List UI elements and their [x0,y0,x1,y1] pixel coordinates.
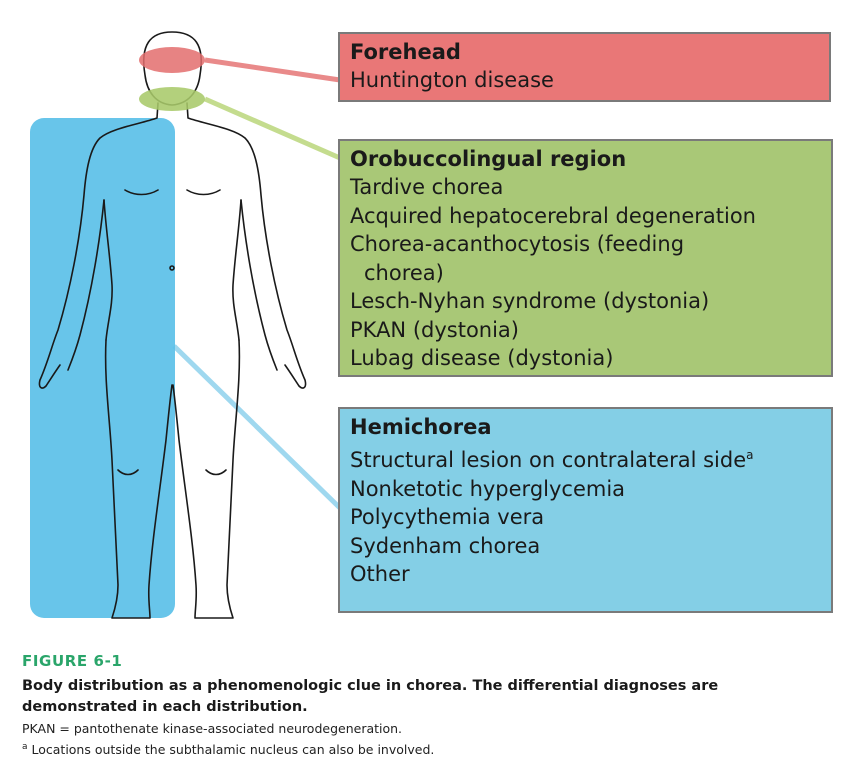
forehead-title: Forehead [350,40,461,64]
forehead-highlight [139,47,205,73]
hemichorea-item: Other [350,562,410,586]
hemibody-highlight [30,118,175,618]
forehead-box: Forehead Huntington disease [338,32,831,102]
orobuccal-item-continued-text: chorea) [364,260,444,285]
hemichorea-item: Structural lesion on contralateral sidea [350,441,823,475]
footnote-text: Locations outside the subthalamic nucleu… [27,742,435,758]
figure-description: Body distribution as a phenomenologic cl… [22,678,719,715]
hemichorea-item-text: Structural lesion on contralateral side [350,448,747,472]
hemichorea-item: Polycythemia vera [350,505,545,529]
human-figure [38,31,307,619]
footnote-marker: a [746,448,754,462]
orobuccal-item: Tardive chorea [350,175,504,199]
footnote: a Locations outside the subthalamic nucl… [22,738,822,759]
hemichorea-title: Hemichorea [350,415,492,439]
hemibody-connector [172,344,342,510]
hemichorea-item: Nonketotic hyperglycemia [350,476,626,501]
orobuccal-highlight [139,87,205,111]
abbreviation-note: PKAN = pantothenate kinase-associated ne… [22,721,403,736]
hemichorea-box: Hemichorea Structural lesion on contrala… [338,407,833,613]
orobuccal-item-continued: chorea) [350,259,823,288]
orobuccal-item: PKAN (dystonia) [350,317,519,342]
orobuccal-box: Orobuccolingual region Tardive chorea Ac… [338,139,833,377]
orobuccal-connector [203,96,342,161]
footnote-mark: a [22,742,28,752]
orobuccal-title: Orobuccolingual region [350,147,627,171]
forehead-item: Huntington disease [350,68,554,92]
body-diagram [30,31,342,619]
orobuccal-item: Lubag disease (dystonia) [350,346,614,370]
figure-caption: FIGURE 6-1 Body distribution as a phenom… [22,652,822,759]
orobuccal-item: Lesch-Nyhan syndrome (dystonia) [350,289,710,313]
orobuccal-item: Chorea-acanthocytosis (feeding [350,232,685,256]
figure-label: FIGURE 6-1 [22,652,123,670]
forehead-connector [204,57,341,83]
orobuccal-item: Acquired hepatocerebral degeneration [350,203,756,228]
hemichorea-item: Sydenham chorea [350,533,541,558]
